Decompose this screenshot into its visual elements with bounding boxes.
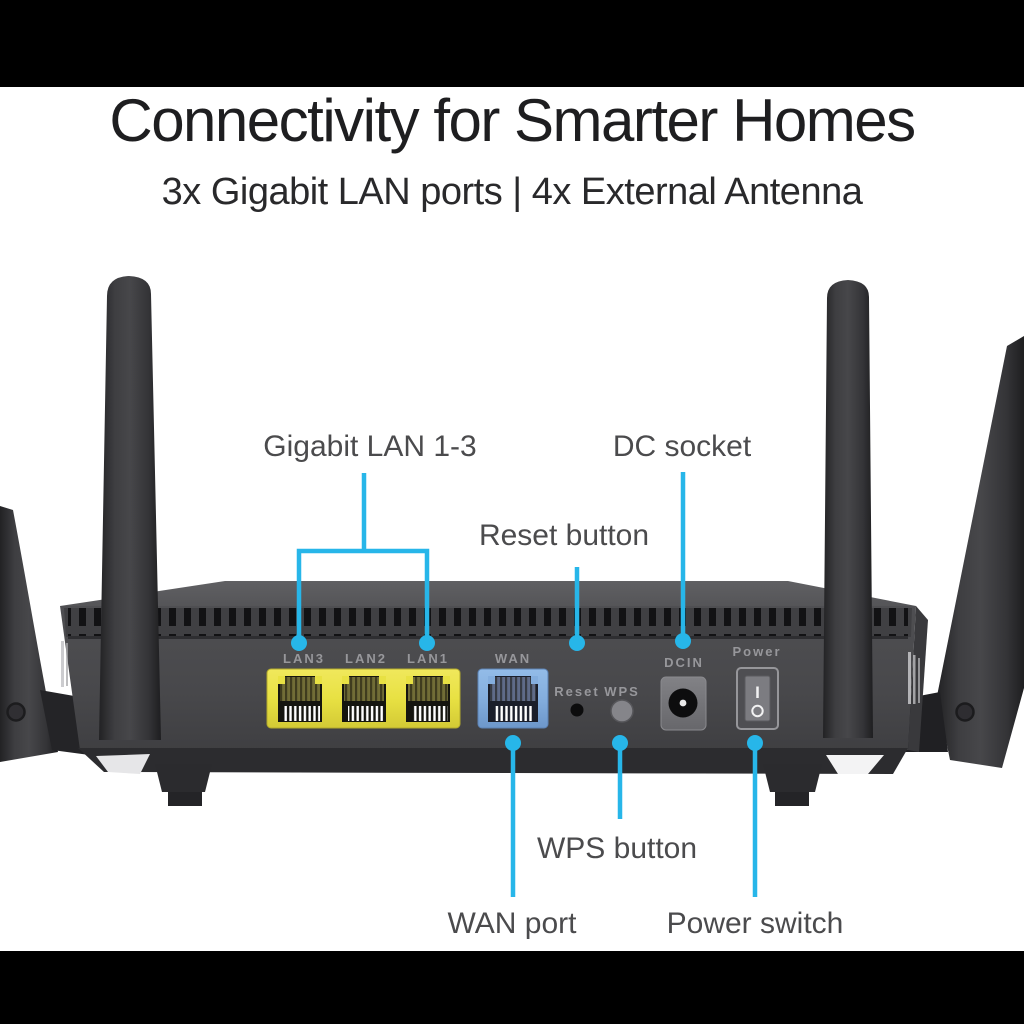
lan1-port [406, 676, 450, 722]
antenna-right-screw [955, 702, 975, 722]
foot-right [763, 764, 822, 806]
wps-label: WPS [604, 684, 640, 699]
callout-dot-wps [612, 735, 628, 751]
callout-dot-lan3 [291, 635, 307, 651]
callout-dots [291, 633, 763, 751]
left-side-highlight [61, 641, 68, 687]
letterbox-bottom [0, 951, 1024, 1024]
port-label-lan1: LAN1 [407, 651, 449, 666]
lan2-port [342, 676, 386, 722]
vent-shadow [68, 636, 908, 639]
right-side-highlight [908, 652, 920, 704]
page-title: Connectivity for Smarter Homes [109, 87, 916, 154]
callout-label-wps-button: WPS button [536, 832, 698, 865]
callout-dot-reset [569, 635, 585, 651]
callout-label-wan-port: WAN port [447, 907, 577, 940]
dcin-label: DCIN [664, 655, 704, 670]
callout-dot-dc [675, 633, 691, 649]
callout-dot-power [747, 735, 763, 751]
power-off-symbol [751, 704, 764, 718]
callout-label-reset-button: Reset button [478, 519, 650, 552]
power-on-symbol: I [755, 683, 760, 702]
callout-label-dc-socket: DC socket [612, 430, 752, 463]
letterbox-top [0, 0, 1024, 87]
antenna-left-screw [6, 702, 26, 722]
router-base [78, 748, 908, 774]
callout-dot-lan1 [419, 635, 435, 651]
port-label-lan3: LAN3 [283, 651, 325, 666]
port-label-wan: WAN [495, 651, 531, 666]
callout-label-power-switch: Power switch [666, 907, 844, 940]
base-highlight-left [96, 754, 150, 774]
page-subtitle: 3x Gigabit LAN ports | 4x External Anten… [161, 171, 863, 213]
vent-slots [68, 608, 908, 637]
lan3-port [278, 676, 322, 722]
wan-port [477, 668, 549, 729]
antenna-inner-right [823, 280, 873, 738]
foot-left [155, 764, 212, 806]
callout-line-lan-bracket [296, 548, 430, 639]
router-top-face [60, 581, 916, 606]
reset-hole [570, 703, 584, 717]
wps-button [610, 699, 634, 723]
reset-label: Reset [554, 684, 599, 699]
callout-lines [296, 472, 758, 897]
callout-label-gigabit-lan: Gigabit LAN 1-3 [263, 430, 477, 463]
dc-socket [660, 676, 707, 731]
callout-dot-wan [505, 735, 521, 751]
power-switch: I [736, 667, 779, 730]
power-label: Power [732, 644, 781, 659]
base-highlight-right [826, 755, 884, 774]
antenna-outer-right [937, 336, 1024, 768]
antenna-inner-left [99, 276, 161, 740]
port-label-lan2: LAN2 [345, 651, 387, 666]
lan-port-block [266, 668, 461, 729]
